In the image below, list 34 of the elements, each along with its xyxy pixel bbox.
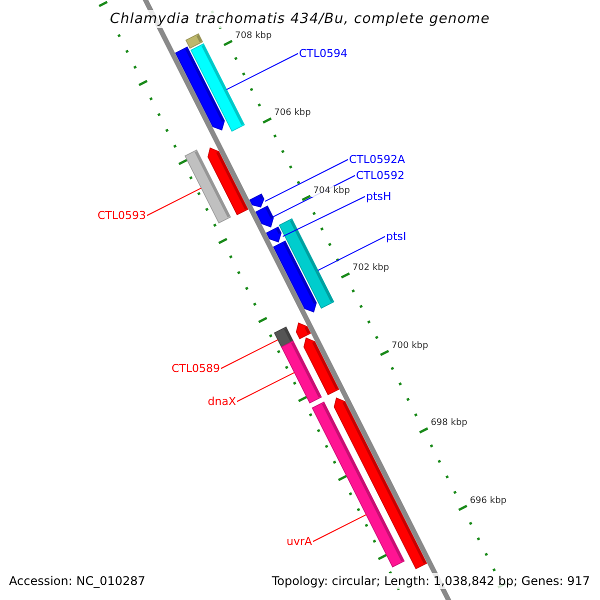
- gene-label: CTL0593: [97, 209, 146, 222]
- gene-feature: [273, 240, 317, 313]
- gene-label: uvrA: [286, 535, 312, 548]
- leader-line: [312, 514, 367, 542]
- leader-line: [146, 188, 202, 216]
- scale-label: 708 kbp: [234, 31, 273, 42]
- gene-label: CTL0592A: [349, 153, 406, 166]
- leader-line: [282, 196, 366, 237]
- scale-label: 702 kbp: [351, 263, 390, 274]
- leader-line: [226, 53, 298, 90]
- gene-feature: [296, 322, 311, 340]
- gene-label: CTL0594: [299, 47, 348, 60]
- gene-label: ptsI: [386, 230, 406, 243]
- gene-bar: [184, 150, 232, 224]
- leader-line: [317, 236, 386, 271]
- genome-stats-text: Topology: circular; Length: 1,038,842 bp; Genes: 917: [270, 573, 592, 589]
- gene-feature: [255, 206, 274, 228]
- gene-label: dnaX: [208, 395, 236, 408]
- scale-label: 706 kbp: [273, 108, 312, 120]
- gene-bar: [280, 340, 322, 404]
- leader-line: [264, 159, 348, 202]
- gene-label: CTL0592: [356, 169, 405, 182]
- scale-label: 700 kbp: [390, 340, 430, 352]
- scale-label: 696 kbp: [468, 496, 508, 507]
- scale-label: 698 kbp: [430, 418, 468, 430]
- gene-label: CTL0589: [171, 362, 220, 375]
- leader-line: [220, 339, 278, 369]
- gene-feature: [249, 194, 264, 208]
- gene-bar: [190, 43, 245, 132]
- gene-bar: [312, 402, 405, 568]
- gene-label: ptsH: [366, 190, 392, 203]
- accession-text: Accession: NC_010287: [7, 573, 148, 589]
- scale-label: 704 kbp: [312, 186, 351, 197]
- gene-feature: [266, 226, 282, 243]
